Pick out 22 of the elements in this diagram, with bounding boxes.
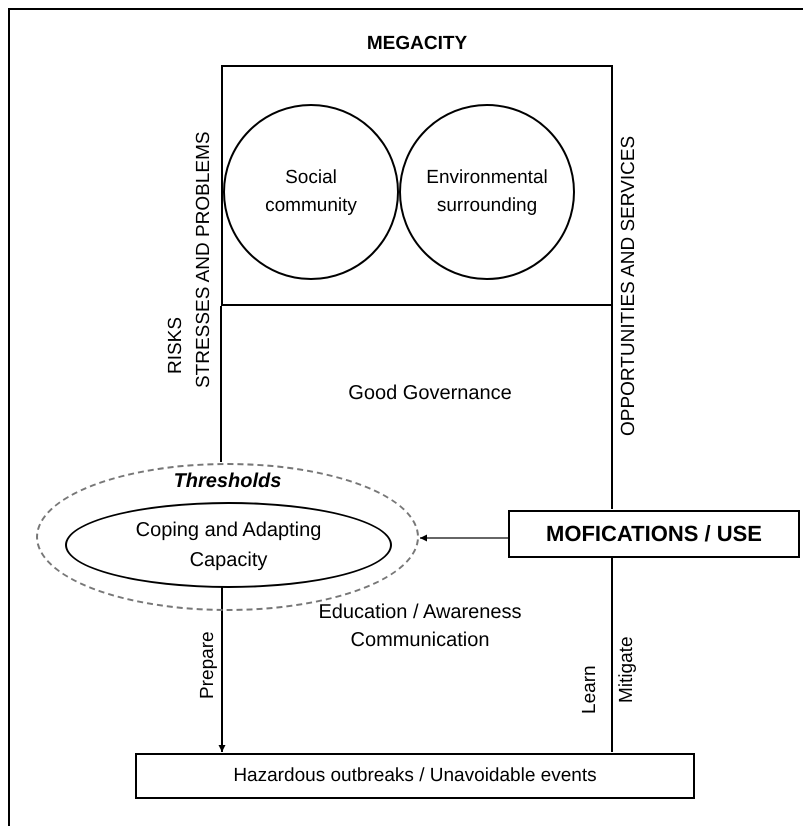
connector-line xyxy=(420,534,508,542)
connector-line xyxy=(611,558,613,752)
node-label: Environmental surrounding xyxy=(425,166,549,218)
connector-line xyxy=(220,306,222,462)
note-text: Education / Awareness Communication xyxy=(317,600,523,653)
edge-label: OPPORTUNITIES AND SERVICES xyxy=(618,134,640,438)
connector-line xyxy=(218,586,226,752)
circle-node xyxy=(223,104,399,280)
side-label: RISKS xyxy=(165,316,187,376)
ellipse-heading: Thresholds xyxy=(172,470,282,493)
node-label: Social community xyxy=(264,166,358,218)
connector-line xyxy=(611,306,613,509)
ellipse-node: Coping and Adapting Capacity xyxy=(65,502,392,588)
edge-label: Prepare xyxy=(197,630,219,701)
edge-label: STRESSES AND PROBLEMS xyxy=(193,130,215,390)
edge-label: Mitigate xyxy=(616,636,638,706)
region-label: Good Governance xyxy=(347,382,513,405)
process-box: MOFICATIONS / USE xyxy=(508,510,800,558)
process-box: Hazardous outbreaks / Unavoidable events xyxy=(135,753,695,799)
group-heading: MEGACITY xyxy=(366,33,468,55)
side-label: Learn xyxy=(579,664,601,716)
circle-node xyxy=(399,104,575,280)
